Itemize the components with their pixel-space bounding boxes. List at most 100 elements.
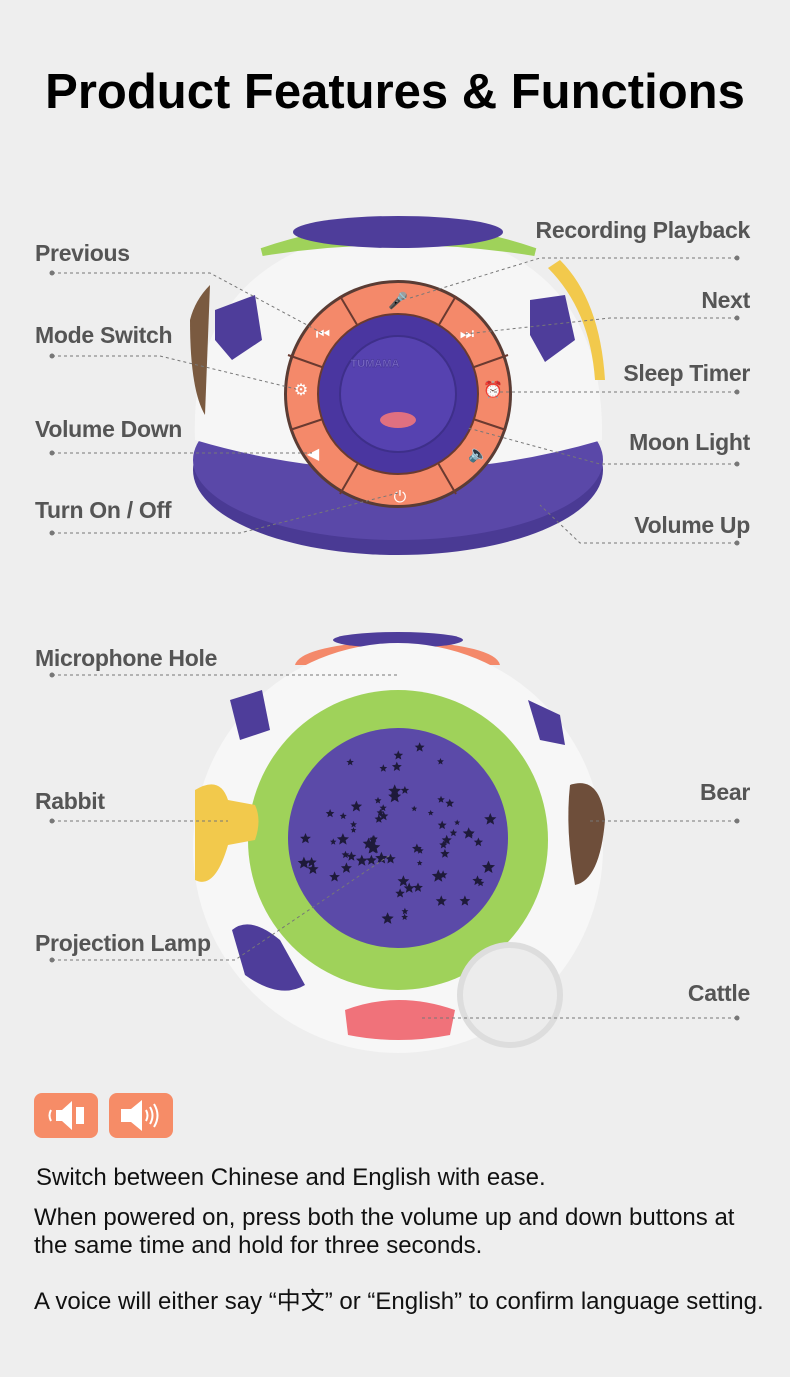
star-icon [445,798,455,808]
gear-icon: ⚙ [294,380,308,399]
star-icon [379,764,388,772]
star-icon [367,840,381,854]
volume-down-icon: ◀ [307,444,320,463]
star-icon [375,851,388,864]
label-rabbit: Rabbit [35,788,105,814]
star-icon [307,863,319,874]
star-icon [454,819,461,826]
label-volume-up: Volume Up [634,512,750,538]
bottom-leader-dots [49,672,740,1021]
page-title: Product Features & Functions [45,65,745,119]
star-icon [325,809,335,818]
star-icon [350,820,357,828]
star-icon [339,812,347,820]
star-icon [484,813,497,825]
star-icon [427,809,434,816]
star-icon [413,882,423,892]
bottom-view-toy [193,632,605,1053]
star-icon [476,879,485,887]
volume-up-icon [121,1100,159,1131]
star-icon [346,851,357,861]
label-next: Next [701,287,750,313]
alarm-clock-icon: ⏰ [483,380,503,399]
star-icon [437,820,447,830]
brand-mark: TUMAMA [351,358,400,370]
star-icon [431,869,445,882]
top-view-toy: TUMAMA ⏮ ⏭ ⚙ ⏰ ◀ 🔈 ⏻ 🎤 [190,216,605,555]
label-recording-playback: Recording Playback [535,217,751,243]
power-icon: ⏻ [394,487,407,506]
label-mode-switch: Mode Switch [35,322,173,348]
star-icon [416,846,424,854]
star-icon [459,895,471,906]
label-projection-lamp: Projection Lamp [35,930,211,956]
star-icon [346,758,354,766]
star-icon [414,742,425,752]
star-icon [368,835,378,844]
star-icon [401,907,409,915]
star-icon [306,857,317,867]
star-icon [336,833,349,845]
rabbit-figure [195,784,259,882]
label-previous: Previous [35,240,130,266]
star-icon [411,805,418,812]
volume-up-icon: 🔈 [468,444,488,463]
star-icon [374,796,382,804]
star-icon [374,814,384,823]
label-bear: Bear [700,779,750,805]
star-icon [437,795,445,803]
star-icon [330,838,337,845]
star-icon [385,853,396,864]
top-leader-lines [52,257,737,544]
star-icon [366,854,377,865]
star-icon [297,856,311,869]
instruction-line-2: When powered on, press both the volume u… [34,1204,735,1259]
star-icon [473,837,483,847]
star-icon [341,850,350,859]
star-icon [440,848,450,858]
star-icon [350,827,357,833]
star-icon [401,913,408,920]
star-icon [403,882,415,893]
label-turn-on-off: Turn On / Off [35,497,172,523]
label-cattle: Cattle [687,980,750,1006]
star-icon [388,790,402,803]
bear-figure [568,783,605,885]
star-icon [340,862,352,873]
star-icon [300,833,311,844]
star-icon [400,786,410,794]
star-icon [435,895,447,906]
star-icon [397,875,410,887]
star-icon [467,830,474,837]
star-icon [449,829,458,837]
star-icon [376,808,384,816]
previous-icon: ⏮ [316,324,330,343]
star-icon [391,761,402,771]
label-microphone-hole: Microphone Hole [35,645,218,671]
microphone-icon: 🎤 [388,291,408,310]
label-sleep-timer: Sleep Timer [623,360,750,386]
star-icon [437,758,444,765]
star-icon [379,804,387,812]
star-icon [416,860,423,866]
star-icon [356,854,368,866]
star-icon [441,834,452,845]
volume-down-button [34,1093,98,1138]
star-icon [329,871,340,882]
star-icon [439,840,448,849]
top-leader-dots [49,255,740,546]
star-icon [481,860,495,873]
instruction-line-3: A voice will either say “中文” or “English… [34,1288,764,1315]
label-volume-down: Volume Down [35,416,183,442]
volume-down-icon [48,1101,84,1130]
label-moon-light: Moon Light [629,429,750,455]
volume-up-button [109,1093,173,1138]
cattle-figure [345,1000,455,1040]
bottom-leader-lines [52,674,737,1019]
star-icon [388,784,402,797]
star-icon [395,888,405,898]
instruction-line-1: Switch between Chinese and English with … [36,1164,546,1191]
star-icon [393,750,404,760]
star-icon [381,912,394,924]
